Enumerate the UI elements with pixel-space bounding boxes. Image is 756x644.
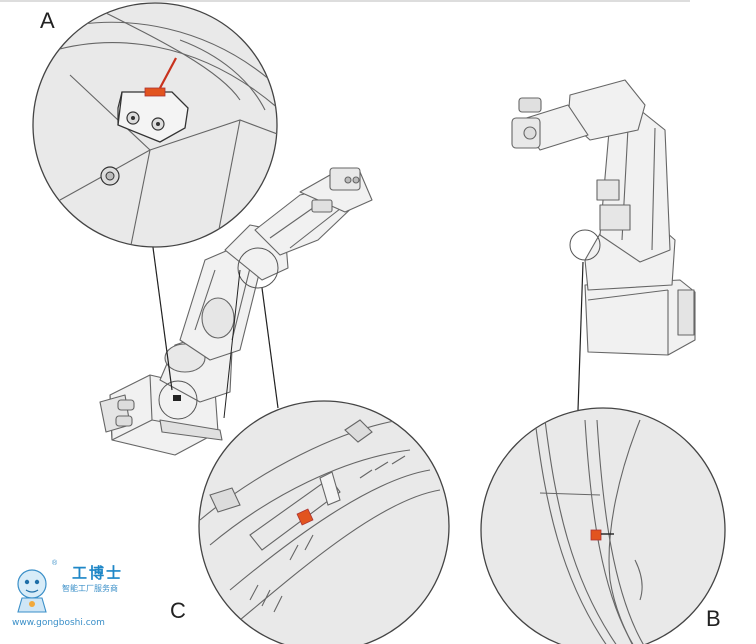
detail-circle-a [32, 2, 278, 248]
watermark-title: 工博士 [72, 564, 124, 582]
marker-circle-a [158, 380, 198, 420]
sensor-marker-c [296, 508, 314, 526]
leader-line-b [577, 261, 584, 411]
detail-circle-b [480, 407, 726, 644]
sensor-marker-a [173, 395, 181, 401]
callout-label-b: B [706, 606, 721, 631]
marker-circle-b [569, 229, 601, 261]
robot-right [511, 79, 696, 356]
leader-line-a [151, 239, 173, 391]
sensor-marker-b [590, 529, 602, 541]
watermark-subtitle: 智能工厂服务商 [62, 584, 118, 593]
callout-label-a: A [40, 8, 55, 33]
callout-label-c: C [170, 598, 186, 623]
detail-circle-c [198, 400, 450, 644]
watermark: ® 工博士 智能工厂服务商 www.gongboshi.com [10, 560, 160, 638]
leader-line-c2 [223, 269, 241, 419]
marker-circle-c [237, 247, 279, 289]
robot-mascot-icon [17, 569, 47, 613]
robot-left [99, 167, 373, 456]
leader-line-c1 [261, 287, 279, 409]
watermark-url: www.gongboshi.com [12, 618, 105, 628]
watermark-registered: ® [52, 560, 58, 567]
